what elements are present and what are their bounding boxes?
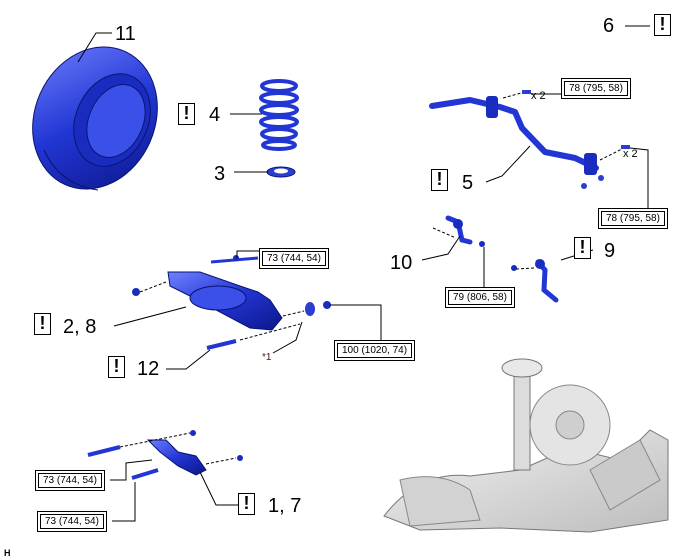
torque-spec-79: 79 (806, 58)	[448, 290, 512, 305]
stabilizer-link-part	[432, 215, 559, 303]
torque-spec-box: 73 (744, 54)	[37, 511, 107, 532]
callout-9: 9	[604, 240, 616, 262]
torque-spec-box: 73 (744, 54)	[35, 470, 105, 491]
leader-lines	[77, 25, 650, 522]
torque-spec-box: 100 (1020, 74)	[334, 340, 416, 361]
figure-code: H	[4, 548, 11, 558]
warning-icon-4: !	[178, 103, 195, 125]
callout-10: 10	[390, 252, 413, 274]
toe-arm-part	[87, 430, 243, 480]
callout-4: 4	[209, 104, 221, 126]
callout-2-8: 2, 8	[63, 316, 97, 338]
torque-spec-box: 78 (795, 58)	[561, 78, 631, 99]
warning-icon-12: !	[108, 356, 125, 378]
lower-arm-part	[132, 255, 331, 350]
callout-12: 12	[137, 358, 160, 380]
stabilizer-bar-part	[429, 90, 630, 189]
torque-spec-78-b: 78 (795, 58)	[601, 211, 665, 226]
suspension-assembly-illustration	[383, 358, 669, 533]
callout-6: 6	[603, 15, 615, 37]
warning-icon-9: !	[574, 237, 591, 259]
callout-3: 3	[214, 163, 226, 185]
warning-icon-1-7: !	[238, 493, 255, 515]
callout-1-7: 1, 7	[268, 495, 302, 517]
warning-icon-5: !	[431, 169, 448, 191]
quantity-multiplier-b: x 2	[623, 148, 638, 160]
torque-spec-73-c: 73 (744, 54)	[40, 514, 104, 529]
warning-icon-6: !	[654, 14, 671, 36]
spring-insulator-part	[266, 166, 296, 178]
torque-spec-box: 78 (795, 58)	[598, 208, 668, 229]
torque-spec-100: 100 (1020, 74)	[337, 343, 413, 358]
coil-spring-part	[259, 79, 299, 151]
note-star-1: *1	[262, 352, 272, 363]
torque-spec-box: 73 (744, 54)	[259, 248, 329, 269]
torque-spec-78-a: 78 (795, 58)	[564, 81, 628, 96]
quantity-multiplier-a: x 2	[531, 90, 546, 102]
torque-spec-73-b: 73 (744, 54)	[38, 473, 102, 488]
tire-part	[32, 46, 158, 191]
callout-5: 5	[462, 172, 474, 194]
warning-icon-2-8: !	[34, 313, 51, 335]
torque-spec-73-a: 73 (744, 54)	[262, 251, 326, 266]
callout-11: 11	[115, 23, 136, 45]
torque-spec-box: 79 (806, 58)	[445, 287, 515, 308]
